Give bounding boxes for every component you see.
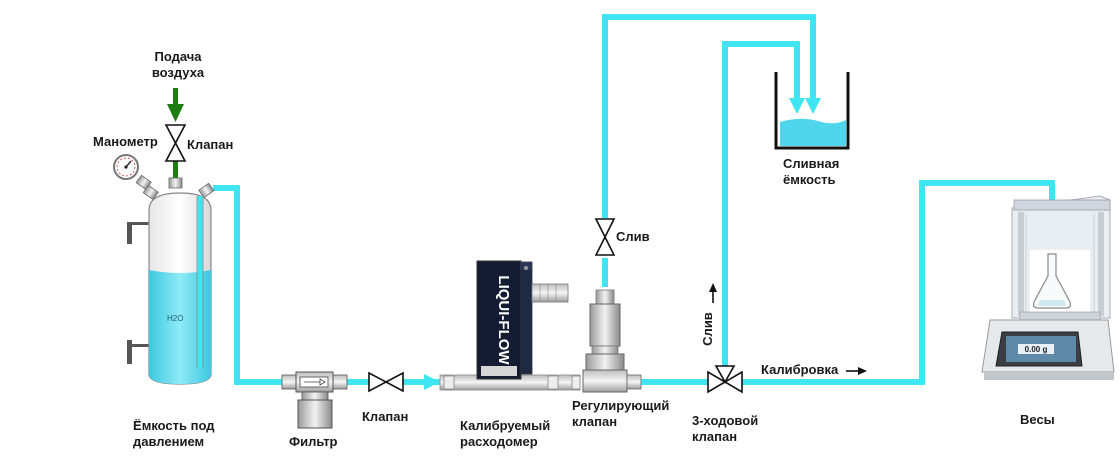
drain-direction-arrow bbox=[709, 283, 717, 303]
three-way-valve-symbol bbox=[707, 365, 743, 394]
label-control-valve-line1: Регулирующий bbox=[572, 398, 670, 413]
pressure-vessel bbox=[127, 192, 212, 385]
label-control-valve-line2: клапан bbox=[572, 414, 618, 429]
label-pressure-vessel: Ёмкость под давлением bbox=[133, 418, 233, 450]
pipe-vessel-to-valve bbox=[213, 185, 282, 385]
arrowhead-tank-right bbox=[805, 98, 821, 114]
control-valve-device bbox=[582, 289, 642, 393]
label-scale: Весы bbox=[1020, 412, 1055, 427]
label-air-valve: Клапан bbox=[187, 137, 234, 152]
label-drain-direction: Слив bbox=[700, 312, 715, 346]
arrowhead-tank-left bbox=[789, 98, 805, 114]
line-valve-symbol bbox=[368, 371, 404, 393]
scale-reading: 0.00 g bbox=[1025, 345, 1048, 354]
arrowhead-to-meter bbox=[424, 374, 440, 390]
label-three-way-valve-line1: 3-ходовой bbox=[692, 413, 759, 428]
label-flowmeter-line2: расходомер bbox=[460, 434, 538, 449]
pressure-gauge bbox=[113, 154, 139, 180]
label-gauge: Манометр bbox=[93, 134, 158, 149]
label-flowmeter-line1: Калибруемый bbox=[460, 418, 551, 433]
air-fittings bbox=[135, 174, 215, 201]
label-pressure-vessel-line2: давлением bbox=[133, 434, 205, 449]
pipe-drain-line bbox=[602, 14, 816, 218]
label-filter: Фильтр bbox=[289, 434, 338, 449]
label-pressure-vessel-line1: Ёмкость под bbox=[133, 418, 215, 433]
flowmeter-brand: LIQUI-FLOW bbox=[495, 275, 512, 365]
label-three-way-valve-line2: клапан bbox=[692, 429, 738, 444]
air-supply-arrow bbox=[167, 88, 184, 178]
label-control-valve: Регулирующий клапан bbox=[572, 398, 682, 430]
label-drain-tank-line2: ёмкость bbox=[783, 172, 836, 187]
analytical-scale bbox=[981, 195, 1115, 380]
label-air-supply-line2: воздуха bbox=[151, 65, 205, 80]
label-three-way-valve: 3-ходовой клапан bbox=[692, 413, 772, 445]
drain-tank bbox=[774, 72, 850, 150]
pipe-network bbox=[213, 14, 1055, 385]
label-drain-tank: Сливная ёмкость bbox=[783, 156, 853, 188]
label-flowmeter: Калибруемый расходомер bbox=[460, 418, 560, 450]
vessel-content-label: H2O bbox=[167, 314, 184, 323]
pipe-3way-to-tank bbox=[722, 41, 800, 366]
drain-valve-symbol bbox=[594, 218, 616, 256]
calibration-direction-arrow bbox=[846, 367, 867, 375]
label-air-supply: Подача воздуха bbox=[143, 49, 213, 81]
flowmeter-device bbox=[439, 260, 581, 391]
label-drain-valve: Слив bbox=[616, 229, 650, 244]
label-line-valve: Клапан bbox=[362, 409, 409, 424]
filter-device bbox=[281, 371, 348, 429]
label-drain-tank-line1: Сливная bbox=[783, 156, 840, 171]
air-valve-symbol bbox=[164, 124, 187, 162]
label-air-supply-line1: Подача bbox=[154, 49, 202, 64]
label-calibration-direction: Калибровка bbox=[761, 362, 839, 377]
